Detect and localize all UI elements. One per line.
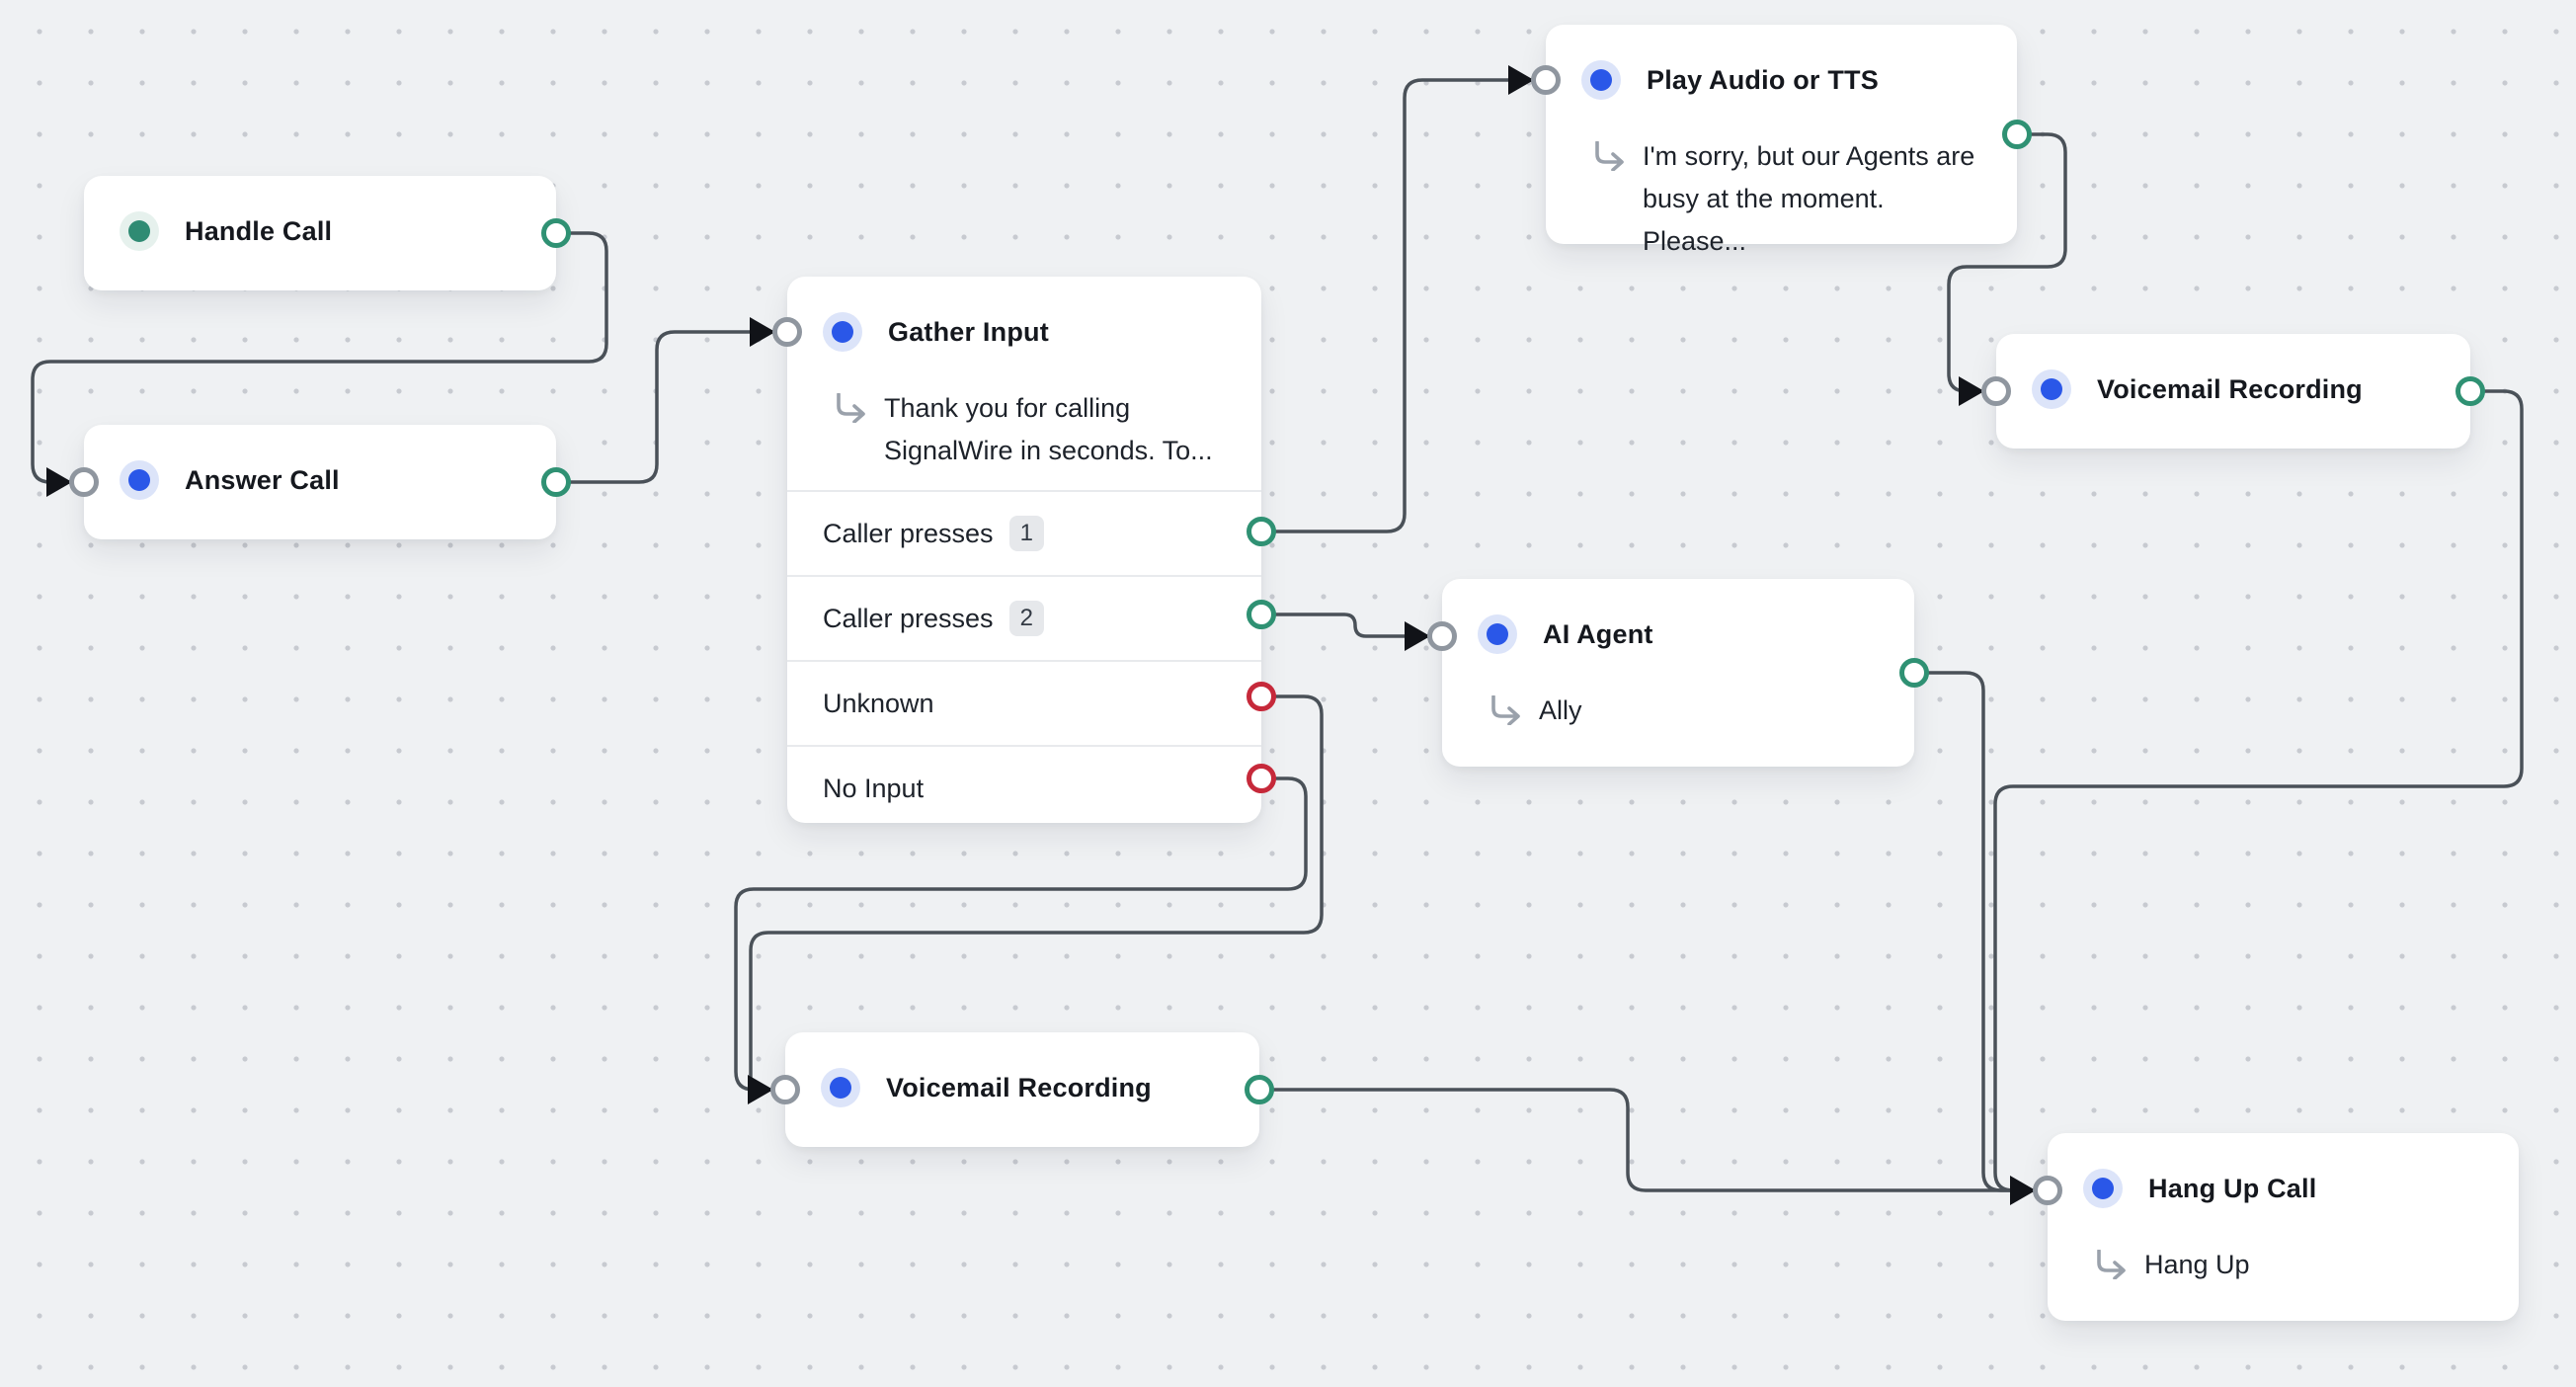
reply-arrow-icon [1595,140,1624,172]
node-title: Hang Up Call [2148,1173,2317,1203]
status-dot [128,220,150,242]
node-title: Gather Input [888,316,1049,347]
play-audio-tts-input-arrow-icon [1508,65,1534,95]
blue-status-icon [2083,1169,2123,1208]
node-header: Voicemail Recording [785,1032,1259,1143]
subtitle-text: Thank you for calling SignalWire in seco… [884,393,1213,465]
voicemail-recording-bottom-input-arrow-icon [748,1075,773,1104]
status-dot [830,1077,851,1099]
reply-arrow-icon [1491,694,1520,726]
node-title: Play Audio or TTS [1647,64,1879,95]
edge-ai-agent-to-hangup[interactable] [1912,671,2037,1192]
voicemail-recording-top-node[interactable]: Voicemail Recording [1996,334,2470,449]
node-title: Voicemail Recording [2097,373,2363,404]
answer-call-input-arrow-icon [46,467,72,497]
subtitle-text: Hang Up [2144,1250,2250,1279]
reply-arrow-icon [1593,140,1627,176]
blue-status-icon [1581,60,1621,100]
hang-up-call-input-arrow-icon [2010,1176,2036,1205]
node-header: Play Audio or TTS [1546,25,2017,135]
row-label: Caller presses [823,603,994,633]
edge-answer-to-gather[interactable] [554,330,776,484]
edge-press2-to-ai-agent[interactable] [1259,612,1431,638]
play-audio-tts-node[interactable]: Play Audio or TTS I'm sorry, but our Agen… [1546,25,2017,256]
node-header: Gather Input [787,277,1261,387]
status-dot [128,469,150,491]
edge-voicemail-bottom-to-hangup[interactable] [1257,1088,2037,1192]
reply-arrow-icon [2095,1249,2129,1284]
gather-input-input-arrow-icon [750,317,775,347]
blue-status-icon [823,312,862,352]
output-row-no-input[interactable]: No Input [787,745,1261,830]
blue-status-icon [1478,614,1517,654]
blue-status-icon [2032,369,2071,409]
status-dot [2041,378,2062,400]
key-badge: 2 [1008,601,1044,636]
ai-agent-input-arrow-icon [1405,621,1430,651]
node-header: Voicemail Recording [1996,334,2470,445]
reply-arrow-icon [835,392,868,428]
node-title: Voicemail Recording [886,1072,1152,1102]
node-title: Handle Call [185,215,333,246]
node-subtitle: Ally [1442,690,1914,732]
edge-voicemail-top-to-hangup[interactable] [1993,389,2524,1192]
blue-status-icon [821,1068,860,1107]
reply-arrow-icon [2097,1249,2126,1280]
node-header: AI Agent [1442,579,1914,690]
node-header: Answer Call [84,425,556,535]
row-label: Unknown [823,688,934,718]
answer-call-node[interactable]: Answer Call [84,425,556,539]
output-row-press-1[interactable]: Caller presses 1 [787,492,1261,575]
status-dot [1487,623,1508,645]
handle-call-node[interactable]: Handle Call [84,176,556,290]
node-title: Answer Call [185,464,340,495]
key-badge: 1 [1008,516,1044,551]
voicemail-recording-top-input-arrow-icon [1959,376,1984,406]
node-subtitle: Hang Up [2048,1244,2519,1286]
voicemail-recording-bottom-node[interactable]: Voicemail Recording [785,1032,1259,1147]
blue-status-icon [120,460,159,500]
reply-arrow-icon [837,392,865,424]
node-header: Handle Call [84,176,556,286]
edge-press1-to-play-audio[interactable] [1259,78,1535,533]
subtitle-text: I'm sorry, but our Agents are busy at th… [1643,141,1975,256]
status-dot [1590,69,1612,91]
output-row-unknown[interactable]: Unknown [787,660,1261,745]
subtitle-text: Ally [1539,695,1582,725]
status-dot [2092,1178,2114,1199]
status-dot [832,321,853,343]
teal-status-icon [120,211,159,251]
node-subtitle: Thank you for calling SignalWire in seco… [787,387,1261,472]
row-label: Caller presses [823,518,994,548]
node-header: Hang Up Call [2048,1133,2519,1244]
row-label: No Input [823,773,925,803]
output-row-press-2[interactable]: Caller presses 2 [787,575,1261,660]
node-title: AI Agent [1543,618,1653,649]
node-subtitle: I'm sorry, but our Agents are busy at th… [1546,135,2017,263]
reply-arrow-icon [1489,694,1523,730]
